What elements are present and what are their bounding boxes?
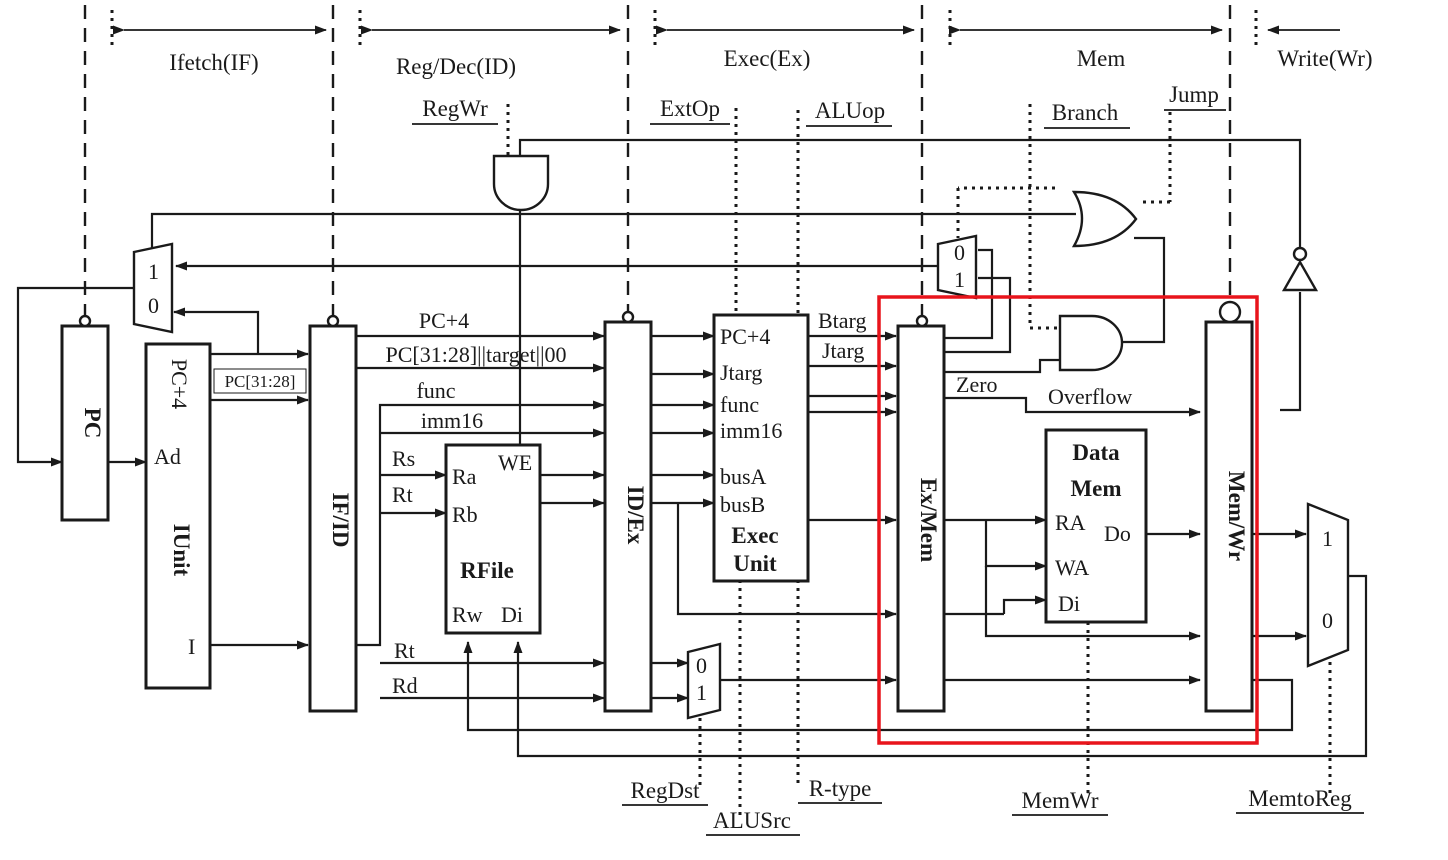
pipeline-registers: PC IF/ID ID/Ex Ex/Mem Mem/Wr [60,300,1254,713]
branch-mux-input-1: 1 [954,267,965,292]
sig-imm16: imm16 [421,408,483,433]
pc-mux-input-0: 0 [148,293,159,318]
exec-label-line2: Unit [733,551,777,576]
memtoreg-mux-input-1: 1 [1322,526,1333,551]
if-id-register [308,324,358,713]
ctl-memtoreg: MemtoReg [1248,786,1352,811]
sig-rt2: Rt [394,638,415,663]
jump-or-gate [1071,190,1138,248]
id-ex-register-label: ID/Ex [623,486,648,545]
register-file: Ra WE Rb RFile Rw Di [444,443,542,635]
dmem-label-line2: Mem [1070,476,1121,501]
iunit-label: IUnit [169,524,194,577]
if-id-register-label: IF/ID [328,493,353,548]
exec-func-port: func [720,392,759,417]
exec-jtarg-port: Jtarg [720,360,762,385]
dmem-do-port: Do [1104,521,1131,546]
ctl-memwr: MemWr [1022,788,1099,813]
exec-busa-port: busA [720,464,767,489]
regwr-and-gate [492,154,550,212]
regdst-mux-input-1: 1 [696,680,707,705]
regdst-mux [686,642,722,720]
sig-jtarg: Jtarg [822,338,864,363]
data-memory: Data Mem RA Do WA Di [1044,428,1148,624]
ctl-regdst: RegDst [631,778,701,803]
pc-mux [132,242,174,334]
branch-and-gate [1058,314,1124,372]
iunit: PC+4 Ad IUnit I [144,342,212,690]
sig-pc-hi: PC[31:28] [225,372,296,391]
exec-imm16-port: imm16 [720,418,782,443]
exec-busb-port: busB [720,492,765,517]
iunit-pc4-port: PC+4 [167,359,192,409]
pc-mux-input-1: 1 [148,259,159,284]
ctl-branch: Branch [1052,100,1119,125]
memtoreg-mux [1306,502,1350,668]
pc-register-label: PC [80,408,105,439]
exec-unit: PC+4 Jtarg func imm16 busA busB Exec Uni… [712,313,810,583]
sig-pc4: PC+4 [419,308,469,333]
signal-labels: PC+4 PC[31:28]||target||00 PC[31:28] fun… [213,308,1132,698]
rfile-we-port: WE [498,450,532,475]
ex-mem-register-label: Ex/Mem [916,478,941,562]
stage-label-ex: Exec(Ex) [724,46,811,71]
sig-func: func [416,378,455,403]
sig-btarg: Btarg [818,308,866,333]
ctl-aluop: ALUop [815,98,885,123]
dmem-label-line1: Data [1072,440,1120,465]
control-labels-top: RegWr ExtOp ALUop Branch Jump [412,82,1226,129]
mem-wr-register [1204,320,1254,713]
stage-label-id: Reg/Dec(ID) [396,54,516,79]
branch-mux-input-0: 0 [954,240,965,265]
exec-pc4-port: PC+4 [720,324,770,349]
iunit-i-port: I [188,634,195,659]
sig-pc-target: PC[31:28]||target||00 [386,342,567,367]
rfile-di-port: Di [501,602,523,627]
sig-zero: Zero [956,372,998,397]
dmem-wa-port: WA [1055,555,1089,580]
stage-label-if: Ifetch(IF) [169,50,258,75]
sig-rd: Rd [392,673,418,698]
dmem-di-port: Di [1058,591,1080,616]
ctl-alusrc: ALUSrc [713,808,791,833]
regdst-mux-input-0: 0 [696,653,707,678]
muxes: 1 0 0 1 0 1 1 0 [132,234,1350,720]
dmem-ra-port: RA [1055,510,1086,535]
logic-gates [492,154,1319,372]
ctl-jump: Jump [1169,82,1219,107]
rfile-rb-port: Rb [452,502,478,527]
memtoreg-mux-input-0: 0 [1322,608,1333,633]
rfile-rw-port: Rw [452,602,483,627]
ctl-regwr: RegWr [422,96,488,121]
overflow-inverter [1281,259,1319,292]
rfile-ra-port: Ra [452,464,477,489]
mem-stage-highlight [877,295,1259,745]
mem-wr-register-label: Mem/Wr [1224,471,1249,561]
sig-rt: Rt [392,482,413,507]
rfile-label: RFile [460,558,514,583]
stage-label-mem: Mem [1077,46,1126,71]
datapath-wires [16,138,1368,758]
stage-labels: Ifetch(IF) Reg/Dec(ID) Exec(Ex) Mem Writ… [169,46,1372,79]
sig-rs: Rs [392,446,415,471]
exec-label-line1: Exec [731,523,778,548]
stage-label-wr: Write(Wr) [1277,46,1372,71]
sig-overflow: Overflow [1048,384,1132,409]
ctl-rtype: R-type [809,776,872,801]
iunit-ad-port: Ad [154,444,181,469]
control-labels-bottom: RegDst ALUSrc R-type MemWr MemtoReg [622,776,1364,836]
ctl-extop: ExtOp [660,96,720,121]
